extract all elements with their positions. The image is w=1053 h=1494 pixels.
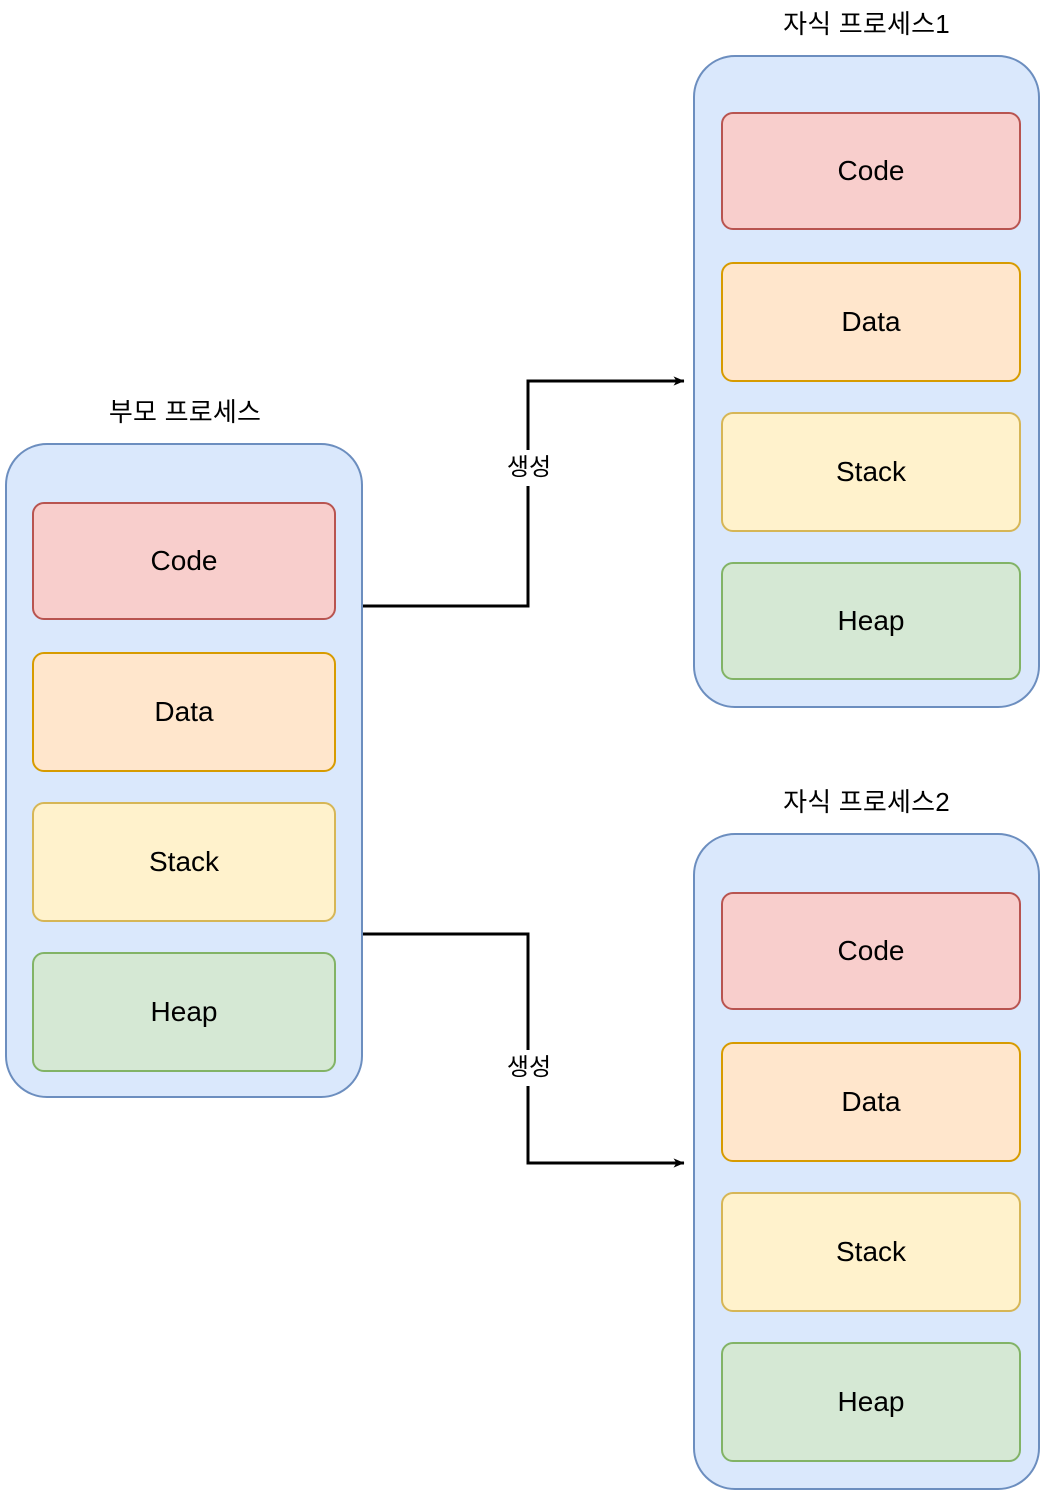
child1-segment-heap[interactable]: Heap: [721, 562, 1021, 680]
parent-process-title: 부모 프로세스: [108, 397, 262, 427]
edge-label-create-child1: 생성: [500, 450, 558, 486]
edge-label-create-child2: 생성: [500, 1050, 558, 1086]
child1-process-title: 자식 프로세스1: [783, 9, 950, 39]
child2-segment-stack-label: Stack: [835, 1236, 907, 1267]
parent-segment-code-label: Code: [150, 545, 218, 576]
child2-segment-data[interactable]: Data: [721, 1042, 1021, 1162]
child2-segment-data-label: Data: [841, 1086, 901, 1117]
child2-segment-stack[interactable]: Stack: [721, 1192, 1021, 1312]
parent-segment-stack[interactable]: Stack: [32, 802, 336, 922]
edge-parent-to-child1: [363, 376, 685, 608]
parent-segment-code[interactable]: Code: [32, 502, 336, 620]
child2-segment-heap-label: Heap: [837, 1386, 905, 1417]
child2-segment-code[interactable]: Code: [721, 892, 1021, 1010]
child2-process-title: 자식 프로세스2: [783, 787, 950, 817]
parent-segment-data[interactable]: Data: [32, 652, 336, 772]
child1-segment-data-label: Data: [841, 306, 901, 337]
child1-segment-heap-label: Heap: [837, 605, 905, 636]
child1-segment-stack-label: Stack: [835, 456, 907, 487]
child2-segment-code-label: Code: [837, 935, 905, 966]
child1-segment-stack[interactable]: Stack: [721, 412, 1021, 532]
parent-segment-heap-label: Heap: [150, 996, 218, 1027]
edge-parent-to-child2: [363, 932, 685, 1168]
child2-segment-heap[interactable]: Heap: [721, 1342, 1021, 1462]
child1-segment-code-label: Code: [837, 155, 905, 186]
parent-segment-stack-label: Stack: [148, 846, 220, 877]
child1-segment-data[interactable]: Data: [721, 262, 1021, 382]
child1-segment-code[interactable]: Code: [721, 112, 1021, 230]
parent-segment-data-label: Data: [154, 696, 214, 727]
parent-segment-heap[interactable]: Heap: [32, 952, 336, 1072]
